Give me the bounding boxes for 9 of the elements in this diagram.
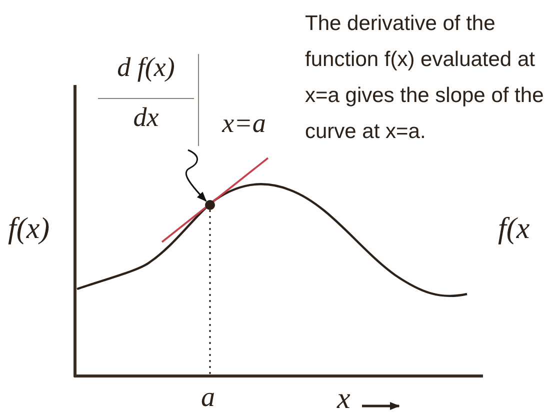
denominator: dx [132, 102, 160, 133]
axis-label: x [337, 382, 350, 416]
numerator: d f(x) [116, 52, 176, 83]
tangent-point [205, 200, 215, 210]
evaluation-point: x=a [220, 108, 267, 139]
axis-label: f(x [498, 212, 530, 246]
tick-label: a [201, 382, 215, 414]
axis-label: f(x) [8, 212, 50, 246]
explanation-text: The derivative of the function f(x) evaluated at x=a gives the slope of the curve at x=a. [305, 11, 545, 145]
